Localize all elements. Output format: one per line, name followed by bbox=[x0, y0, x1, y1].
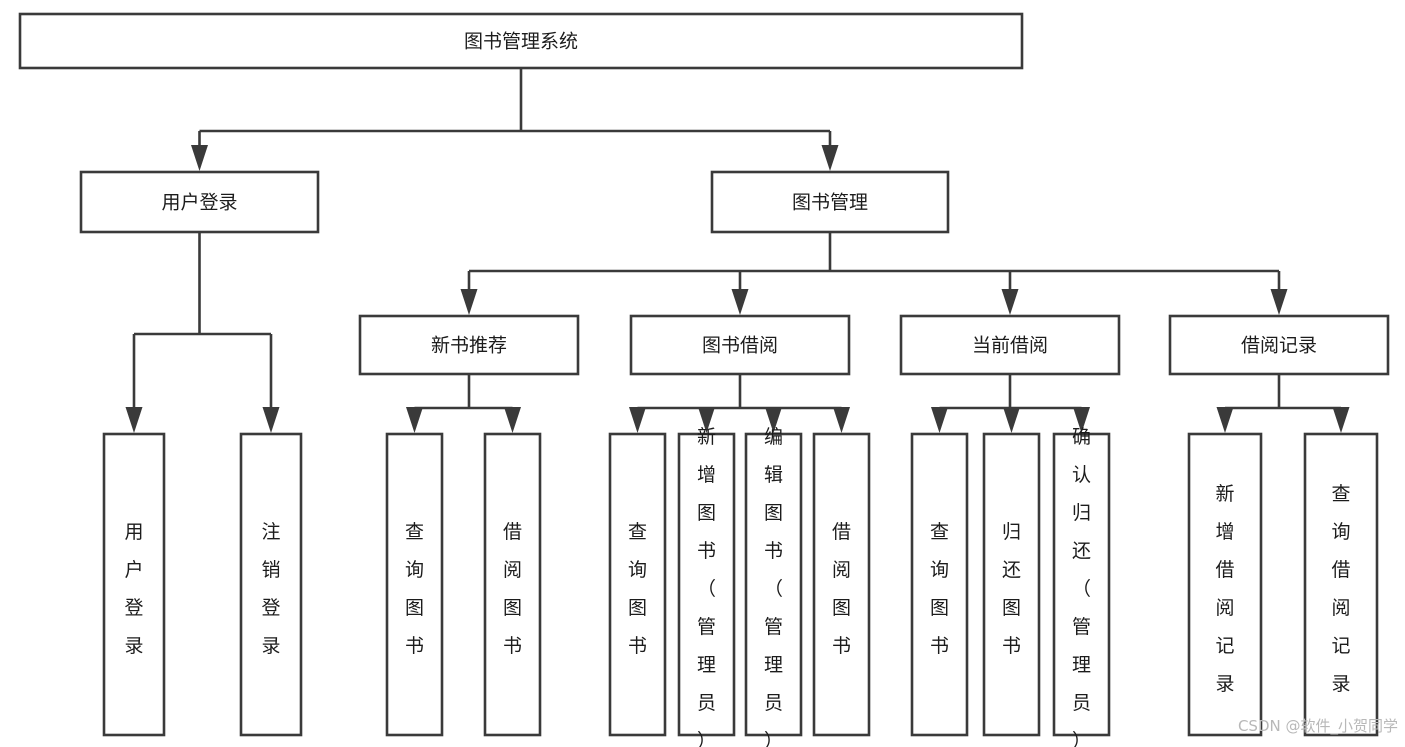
node-box[interactable] bbox=[1303, 432, 1379, 737]
arrow-head-icon bbox=[765, 407, 782, 433]
connector-group-book-borrow bbox=[629, 374, 850, 433]
node-box[interactable] bbox=[483, 432, 542, 737]
arrow-head-icon bbox=[1003, 407, 1020, 433]
leaf-node-leaf-query-book-borrow[interactable]: 查询图书 bbox=[608, 432, 667, 737]
arrow-head-icon bbox=[1216, 407, 1234, 433]
node-label: 注销登录 bbox=[261, 521, 280, 657]
node-label: 查询借阅记录 bbox=[1331, 483, 1350, 695]
connector-group-book-manage bbox=[460, 232, 1288, 315]
node-box[interactable] bbox=[982, 432, 1041, 737]
leaf-node-leaf-query-book-current[interactable]: 查询图书 bbox=[910, 432, 969, 737]
node-box[interactable] bbox=[812, 432, 871, 737]
leaf-node-leaf-return-book[interactable]: 归还图书 bbox=[982, 432, 1041, 737]
node-label: 新书推荐 bbox=[431, 335, 507, 357]
connector-group-root bbox=[191, 68, 839, 171]
connector-group-borrow-record bbox=[1216, 374, 1350, 433]
arrow-head-icon bbox=[460, 289, 478, 315]
leaf-node-leaf-borrow-book[interactable]: 借阅图书 bbox=[812, 432, 871, 737]
node-label: 用户登录 bbox=[161, 192, 237, 214]
node-label: 查询图书 bbox=[930, 521, 949, 657]
leaf-node-leaf-user-login[interactable]: 用户登录 bbox=[102, 432, 166, 737]
node-box[interactable] bbox=[899, 314, 1121, 376]
module-node-user-login[interactable]: 用户登录 bbox=[79, 170, 320, 234]
node-box[interactable] bbox=[385, 432, 444, 737]
arrow-head-icon bbox=[191, 145, 208, 171]
root-node-root[interactable]: 图书管理系统 bbox=[18, 12, 1024, 70]
node-label: 查询图书 bbox=[405, 521, 424, 657]
node-box[interactable] bbox=[608, 432, 667, 737]
arrow-head-icon bbox=[406, 407, 423, 433]
leaf-node-leaf-logout[interactable]: 注销登录 bbox=[239, 432, 303, 737]
arrow-head-icon bbox=[1270, 289, 1288, 315]
node-label: 图书管理 bbox=[792, 192, 868, 214]
node-box[interactable] bbox=[1168, 314, 1390, 376]
node-label: 编辑图书（管理员） bbox=[764, 426, 783, 747]
connector-group-current-borrow bbox=[931, 374, 1090, 433]
node-label: 图书借阅 bbox=[702, 335, 778, 357]
node-box[interactable] bbox=[102, 432, 166, 737]
arrow-head-icon bbox=[262, 407, 280, 433]
node-box[interactable] bbox=[358, 314, 580, 376]
csdn-watermark: CSDN @软件_小贺同学 bbox=[1238, 717, 1398, 736]
node-label: 确认归还（管理员） bbox=[1072, 426, 1091, 747]
node-box[interactable] bbox=[744, 432, 803, 737]
node-label: 借阅记录 bbox=[1241, 335, 1317, 357]
leaf-node-leaf-borrow-book-recommend[interactable]: 借阅图书 bbox=[483, 432, 542, 737]
node-label: 查询图书 bbox=[628, 521, 647, 657]
submodule-node-current-borrow[interactable]: 当前借阅 bbox=[899, 314, 1121, 376]
leaf-node-leaf-query-borrow-record[interactable]: 查询借阅记录 bbox=[1303, 432, 1379, 737]
node-label: 借阅图书 bbox=[832, 521, 851, 657]
node-label: 用户登录 bbox=[124, 521, 143, 657]
node-label: 归还图书 bbox=[1002, 521, 1021, 657]
arrow-head-icon bbox=[698, 407, 715, 433]
arrow-head-icon bbox=[833, 407, 850, 433]
leaf-node-leaf-confirm-return[interactable]: 确认归还（管理员） bbox=[1052, 426, 1111, 747]
arrow-head-icon bbox=[1332, 407, 1350, 433]
arrow-head-icon bbox=[1073, 407, 1090, 433]
node-box[interactable] bbox=[677, 432, 736, 737]
leaf-node-leaf-query-book-recommend[interactable]: 查询图书 bbox=[385, 432, 444, 737]
module-node-book-manage[interactable]: 图书管理 bbox=[710, 170, 950, 234]
leaf-node-leaf-edit-book[interactable]: 编辑图书（管理员） bbox=[744, 426, 803, 747]
connector-group-new-book-recommend bbox=[406, 374, 521, 433]
node-box[interactable] bbox=[18, 12, 1024, 70]
submodule-node-new-book-recommend[interactable]: 新书推荐 bbox=[358, 314, 580, 376]
node-label: 新增图书（管理员） bbox=[697, 426, 716, 747]
node-box[interactable] bbox=[1187, 432, 1263, 737]
submodule-node-book-borrow[interactable]: 图书借阅 bbox=[629, 314, 851, 376]
connector-layer bbox=[125, 68, 1350, 433]
node-box[interactable] bbox=[79, 170, 320, 234]
leaf-node-leaf-add-borrow-record[interactable]: 新增借阅记录 bbox=[1187, 432, 1263, 737]
submodule-node-borrow-record[interactable]: 借阅记录 bbox=[1168, 314, 1390, 376]
arrow-head-icon bbox=[931, 407, 948, 433]
node-label: 新增借阅记录 bbox=[1215, 483, 1234, 695]
node-layer: 图书管理系统用户登录图书管理新书推荐图书借阅当前借阅借阅记录用户登录注销登录查询… bbox=[18, 12, 1390, 747]
node-label: 图书管理系统 bbox=[464, 31, 578, 53]
node-box[interactable] bbox=[910, 432, 969, 737]
arrow-head-icon bbox=[1001, 289, 1019, 315]
node-label: 借阅图书 bbox=[503, 521, 522, 657]
arrow-head-icon bbox=[731, 289, 749, 315]
node-box[interactable] bbox=[629, 314, 851, 376]
node-box[interactable] bbox=[239, 432, 303, 737]
arrow-head-icon bbox=[821, 145, 839, 171]
arrow-head-icon bbox=[125, 407, 143, 433]
node-box[interactable] bbox=[710, 170, 950, 234]
node-label: 当前借阅 bbox=[972, 335, 1048, 357]
connector-group-user-login bbox=[125, 232, 280, 433]
leaf-node-leaf-add-book[interactable]: 新增图书（管理员） bbox=[677, 426, 736, 747]
node-box[interactable] bbox=[1052, 432, 1111, 737]
arrow-head-icon bbox=[504, 407, 521, 433]
arrow-head-icon bbox=[629, 407, 646, 433]
